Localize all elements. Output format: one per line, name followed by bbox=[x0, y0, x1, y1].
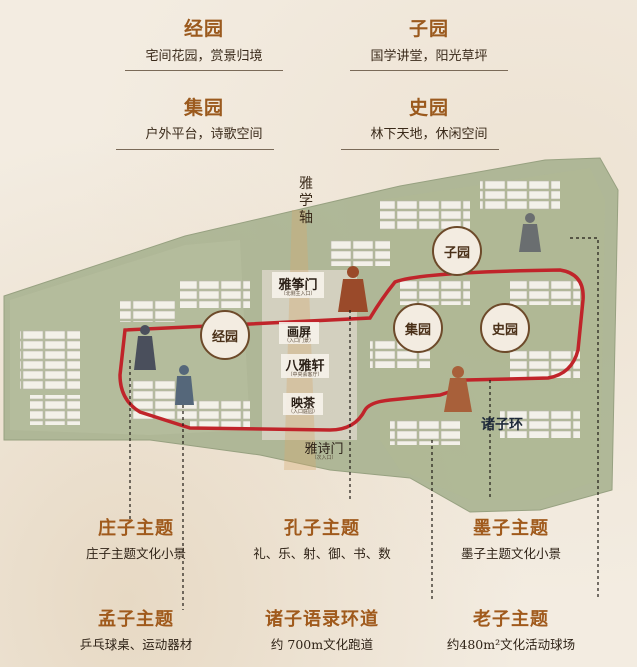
theme-desc-kongzi: 礼、乐、射、御、书、数 bbox=[253, 546, 391, 561]
circle-label-zi: 子园 bbox=[443, 246, 470, 261]
ring-label: 诸子环 bbox=[481, 417, 523, 433]
theme-title-ring-path: 诸子语录环道 bbox=[265, 609, 379, 630]
gate-north-sub: （北侧主入口） bbox=[280, 291, 316, 297]
pavilion-screen-sub: （入口门景） bbox=[283, 338, 314, 344]
theme-title-mengzi: 孟子主题 bbox=[98, 609, 174, 630]
statue-mozi bbox=[519, 213, 541, 252]
divider bbox=[341, 149, 499, 150]
circle-ji-yuan bbox=[393, 303, 443, 353]
zone-desc-shi: 林下天地，休闲空间 bbox=[370, 127, 488, 142]
circle-label-ji: 集园 bbox=[404, 323, 431, 338]
gate-south-sub: （次入口） bbox=[311, 455, 337, 461]
zone-title-shi: 史园 bbox=[408, 97, 449, 119]
zone-desc-zi: 国学讲堂，阳光草坪 bbox=[370, 49, 488, 64]
ring-path bbox=[118, 268, 585, 432]
statue-zhuangzi bbox=[134, 325, 156, 370]
statue-laozi bbox=[444, 366, 472, 412]
circle-jing-yuan bbox=[200, 310, 250, 360]
pavilion-tea-sub: （入口庭园） bbox=[287, 409, 318, 415]
theme-desc-laozi: 约480m²文化活动球场 bbox=[446, 637, 576, 652]
zone-title-ji: 集园 bbox=[183, 97, 224, 119]
divider bbox=[125, 70, 283, 71]
building-blocks bbox=[20, 180, 580, 445]
theme-title-laozi: 老子主题 bbox=[473, 609, 549, 630]
pavilion-tea-name: 映茶 bbox=[290, 396, 315, 410]
axis-label: 雅学轴 bbox=[299, 176, 313, 226]
circle-label-shi: 史园 bbox=[491, 323, 518, 338]
theme-desc-mengzi: 乒乓球桌、运动器材 bbox=[79, 637, 193, 652]
circle-shi-yuan bbox=[480, 303, 530, 353]
pavilion-tea-plate bbox=[283, 393, 323, 415]
zone-title-jing: 经园 bbox=[183, 18, 224, 40]
statue-kongzi bbox=[338, 266, 368, 312]
circle-zi-yuan bbox=[432, 226, 482, 276]
theme-desc-zhuangzi: 庄子主题文化小景 bbox=[85, 546, 186, 561]
gate-north-name: 雅筝门 bbox=[278, 278, 318, 293]
leader-lines bbox=[129, 237, 599, 610]
statue-mengzi bbox=[175, 365, 194, 405]
divider bbox=[350, 70, 508, 71]
theme-title-mozi: 墨子主题 bbox=[473, 518, 549, 539]
pavilion-hall-plate bbox=[281, 354, 329, 378]
gate-south-name: 雅诗门 bbox=[304, 442, 344, 457]
pavilion-screen-plate bbox=[279, 322, 319, 344]
gate-north-plate bbox=[272, 272, 324, 298]
theme-desc-mozi: 墨子主题文化小景 bbox=[460, 546, 561, 561]
theme-desc-ring-path: 约 700m文化跑道 bbox=[270, 637, 374, 652]
pavilion-hall-sub: （中央会客厅） bbox=[287, 372, 323, 378]
theme-title-zhuangzi: 庄子主题 bbox=[98, 518, 174, 539]
circle-label-jing: 经园 bbox=[211, 330, 238, 345]
zone-title-zi: 子园 bbox=[408, 18, 449, 40]
zone-desc-jing: 宅间花园，赏景归境 bbox=[145, 49, 263, 64]
pavilion-hall-name: 八雅轩 bbox=[285, 359, 325, 374]
zone-desc-ji: 户外平台，诗歌空间 bbox=[145, 127, 263, 142]
divider bbox=[116, 149, 274, 150]
pavilion-screen-name: 画屏 bbox=[286, 325, 311, 339]
theme-title-kongzi: 孔子主题 bbox=[284, 518, 360, 539]
